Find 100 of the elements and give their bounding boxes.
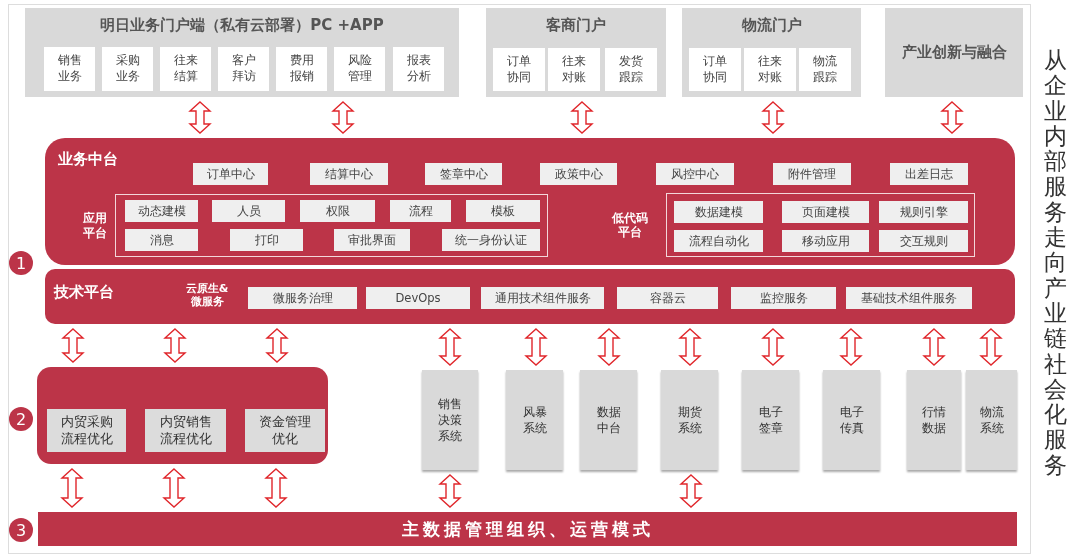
system-box xyxy=(966,370,1017,470)
step-number: 2 xyxy=(9,407,33,431)
section-title: 物流门户 xyxy=(740,14,803,36)
double-arrow xyxy=(678,328,702,366)
service-box xyxy=(890,163,968,185)
service-box xyxy=(466,200,540,222)
node-label: 移动应用 xyxy=(800,232,851,250)
node-label: 订单协同 xyxy=(702,52,728,86)
service-box xyxy=(310,163,388,185)
portal-panel xyxy=(885,8,1023,97)
section-title: 产业创新与融合 xyxy=(900,42,1008,63)
node-label: 报表分析 xyxy=(405,52,432,85)
module-card xyxy=(334,47,385,91)
node-label: 费用报销 xyxy=(288,52,315,85)
double-arrow xyxy=(188,101,212,134)
system-panel xyxy=(37,367,328,464)
double-arrow xyxy=(61,328,85,363)
node-label: 动态建模 xyxy=(136,202,187,220)
module-card xyxy=(218,47,269,91)
node-label: 权限 xyxy=(324,202,351,220)
node-label: 风暴系统 xyxy=(521,403,548,437)
node-label: 政策中心 xyxy=(553,165,604,183)
node-label: 附件管理 xyxy=(787,165,837,183)
system-box xyxy=(506,370,563,470)
step-number: 1 xyxy=(9,251,33,275)
node-label: 交互规则 xyxy=(898,232,949,250)
node-label: 消息 xyxy=(148,231,175,249)
node-label: 客户拜访 xyxy=(230,52,257,85)
vertical-caption: 从企业内部服务走向产业链社会化服务 xyxy=(1044,48,1067,479)
double-arrow xyxy=(438,328,462,366)
module-card xyxy=(493,48,545,91)
section-title: 技术平台 xyxy=(54,283,114,302)
node-label: 销售业务 xyxy=(56,52,83,85)
group-label: 应用平台 xyxy=(82,210,108,242)
module-card xyxy=(102,47,153,91)
box xyxy=(245,409,325,452)
module-card xyxy=(605,48,657,91)
system-box xyxy=(742,370,799,470)
node-label: 物流系统 xyxy=(978,403,1005,437)
double-arrow xyxy=(839,328,863,366)
node-label: 电子签章 xyxy=(757,403,784,437)
portal-panel xyxy=(682,8,861,97)
double-arrow xyxy=(331,101,355,134)
node-label: 订单协同 xyxy=(506,52,532,86)
service-box xyxy=(731,287,836,309)
double-arrow xyxy=(162,468,186,508)
double-arrow xyxy=(679,474,703,508)
service-box xyxy=(300,200,375,222)
service-box xyxy=(656,163,734,185)
node-label: 内贸销售流程优化 xyxy=(158,412,213,448)
node-label: 微服务治理 xyxy=(271,289,334,307)
service-box xyxy=(674,201,763,223)
double-arrow xyxy=(60,468,84,508)
service-box xyxy=(248,287,357,309)
system-box xyxy=(580,370,637,470)
service-box xyxy=(125,200,198,222)
node-label: 规则引擎 xyxy=(898,203,949,221)
module-card xyxy=(393,47,444,91)
node-label: 销售决策系统 xyxy=(437,395,463,446)
service-box xyxy=(773,163,851,185)
platform-band xyxy=(45,269,1015,324)
double-arrow xyxy=(264,468,288,508)
platform-band xyxy=(45,138,1015,265)
service-box xyxy=(334,229,410,251)
module-card xyxy=(276,47,327,91)
portal-panel xyxy=(25,8,459,97)
node-label: 内贸采购流程优化 xyxy=(59,412,114,448)
service-box xyxy=(425,163,502,185)
node-label: 流程 xyxy=(407,202,434,220)
node-label: 行情数据 xyxy=(921,403,947,437)
module-card xyxy=(548,48,600,91)
node-label: 采购业务 xyxy=(114,52,141,85)
section-title: 客商门户 xyxy=(545,14,607,36)
node-label: 打印 xyxy=(253,231,280,249)
service-box xyxy=(390,200,451,222)
module-card xyxy=(744,48,796,91)
double-arrow xyxy=(597,328,621,366)
double-arrow xyxy=(761,328,785,366)
service-box xyxy=(540,163,617,185)
group-label: 云原生&微服务 xyxy=(184,282,230,309)
node-label: DevOps xyxy=(394,290,442,307)
service-box xyxy=(193,163,268,185)
group-label: 低代码平台 xyxy=(611,209,649,241)
double-arrow xyxy=(524,328,548,366)
node-label: 审批界面 xyxy=(347,231,397,249)
node-label: 通用技术组件服务 xyxy=(493,289,592,307)
node-label: 数据建模 xyxy=(693,203,744,221)
portal-panel xyxy=(486,8,666,97)
node-label: 主数据管理组织、运营模式 xyxy=(400,517,655,541)
node-label: 电子传真 xyxy=(838,403,865,437)
service-box xyxy=(782,230,869,252)
double-arrow xyxy=(265,328,289,363)
node-label: 出差日志 xyxy=(904,165,954,183)
system-box xyxy=(907,370,961,470)
module-card xyxy=(799,48,851,91)
double-arrow xyxy=(570,101,594,134)
service-box xyxy=(674,230,763,252)
service-box xyxy=(617,287,718,309)
system-box xyxy=(422,370,478,470)
service-box xyxy=(879,230,968,252)
